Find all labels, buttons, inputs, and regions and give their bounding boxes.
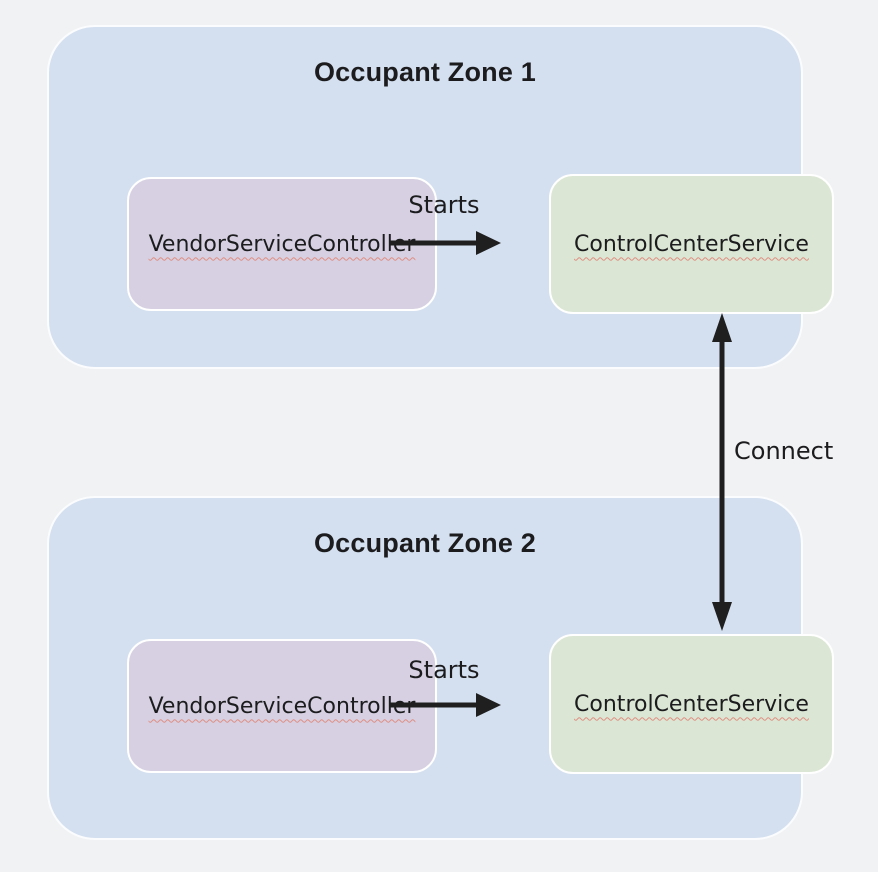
zone-2-vendor-service-controller-node: VendorServiceController bbox=[127, 639, 437, 773]
zone-1-vendor-service-controller-node: VendorServiceController bbox=[127, 177, 437, 311]
zone-1-service-label: ControlCenterService bbox=[574, 231, 809, 257]
zone-1-title: Occupant Zone 1 bbox=[313, 57, 537, 87]
zone-1-starts-edge-label: Starts bbox=[408, 191, 480, 219]
zone-2-starts-edge-label: Starts bbox=[408, 656, 480, 684]
occupant-zone-2: Occupant Zone 2 VendorServiceController … bbox=[47, 496, 834, 840]
occupant-zone-1: Occupant Zone 1 VendorServiceController … bbox=[47, 25, 834, 369]
zone-2-service-label: ControlCenterService bbox=[574, 691, 809, 717]
zone-2-control-center-service-node: ControlCenterService bbox=[549, 634, 834, 774]
connect-edge-label: Connect bbox=[734, 437, 834, 465]
zone-1-control-center-service-node: ControlCenterService bbox=[549, 174, 834, 314]
zone-2-title: Occupant Zone 2 bbox=[313, 528, 537, 558]
zone-2-controller-label: VendorServiceController bbox=[148, 693, 416, 719]
zone-1-controller-label: VendorServiceController bbox=[148, 231, 416, 257]
